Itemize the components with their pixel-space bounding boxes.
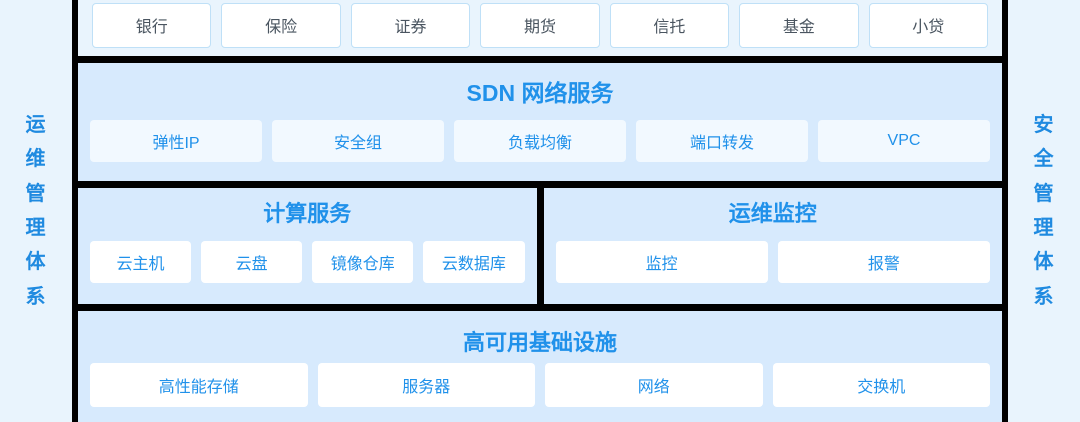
- right-label-char: 管: [1033, 182, 1055, 205]
- ops-monitor-items: 监控 报警: [555, 232, 990, 292]
- right-vertical-label-text: 安 全 管 理 体 系: [1034, 108, 1055, 314]
- compute-item-cloud-disk[interactable]: 云盘: [201, 240, 303, 283]
- compute-item-label: 云数据库: [441, 255, 506, 273]
- industry-chip-fund[interactable]: 基金: [739, 2, 859, 48]
- right-label-char: 全: [1033, 148, 1055, 171]
- compute-item-label: 云主机: [116, 255, 165, 273]
- infrastructure-item-label: 交换机: [857, 379, 906, 397]
- industry-chip-label: 基金: [782, 19, 815, 36]
- divider-industry-sdn: [78, 56, 1002, 63]
- sdn-items: 弹性IP 安全组 负载均衡 端口转发 VPC: [90, 112, 990, 169]
- middle-row: 计算服务 云主机 云盘 镜像仓库 云数据库 运维监控 监: [78, 188, 1002, 304]
- sdn-panel: SDN 网络服务 弹性IP 安全组 负载均衡 端口转发 VPC: [78, 63, 1002, 181]
- left-label-char: 运: [25, 113, 47, 136]
- industry-chip-label: 信托: [653, 19, 686, 36]
- left-label-char: 维: [25, 148, 47, 171]
- industry-chip-securities[interactable]: 证券: [350, 2, 471, 48]
- industry-chip-label: 小贷: [912, 19, 945, 36]
- industry-chip-microloan[interactable]: 小贷: [868, 2, 988, 48]
- ops-monitor-title: 运维监控: [728, 201, 817, 226]
- diagram-frame: 银行 保险 证券 期货 信托 基金 小贷 SDN 网络服务 弹性IP 安全组 负…: [72, 0, 1008, 422]
- sdn-title: SDN 网络服务: [466, 80, 614, 106]
- compute-items: 云主机 云盘 镜像仓库 云数据库: [90, 232, 525, 292]
- compute-item-label: 镜像仓库: [330, 255, 395, 273]
- industry-row: 银行 保险 证券 期货 信托 基金 小贷: [78, 0, 1002, 56]
- industry-chip-bank[interactable]: 银行: [92, 2, 212, 48]
- industry-chip-label: 银行: [135, 19, 168, 36]
- compute-title: 计算服务: [263, 201, 352, 226]
- infrastructure-title: 高可用基础设施: [462, 330, 617, 355]
- left-label-char: 理: [25, 217, 47, 239]
- left-label-char: 系: [25, 285, 47, 308]
- industry-chip-trust[interactable]: 信托: [609, 2, 730, 48]
- right-label-char: 体: [1033, 251, 1055, 274]
- infrastructure-panel: 高可用基础设施 高性能存储 服务器 网络 交换机: [78, 311, 1002, 422]
- industry-chip-label: 证券: [394, 19, 427, 36]
- compute-panel: 计算服务 云主机 云盘 镜像仓库 云数据库: [78, 188, 537, 304]
- sdn-item-label: VPC: [887, 131, 921, 149]
- industry-chip-label: 保险: [265, 19, 298, 36]
- infrastructure-item-server[interactable]: 服务器: [317, 363, 535, 408]
- compute-item-image-registry[interactable]: 镜像仓库: [312, 240, 414, 283]
- divider-compute-monitoring: [536, 188, 544, 304]
- left-vertical-label-ops-management: 运 维 管 理 体 系: [0, 0, 72, 422]
- divider-sdn-middle: [78, 181, 1002, 188]
- ops-monitor-item-monitoring[interactable]: 监控: [555, 240, 768, 283]
- ops-monitor-panel: 运维监控 监控 报警: [543, 188, 1002, 304]
- right-label-char: 理: [1033, 217, 1055, 239]
- sdn-item-vpc[interactable]: VPC: [818, 119, 990, 162]
- left-vertical-label-text: 运 维 管 理 体 系: [26, 108, 47, 314]
- sdn-section: SDN 网络服务 弹性IP 安全组 负载均衡 端口转发 VPC: [78, 63, 1002, 181]
- infrastructure-item-switch[interactable]: 交换机: [772, 363, 990, 408]
- sdn-item-security-group[interactable]: 安全组: [272, 119, 444, 162]
- infrastructure-items: 高性能存储 服务器 网络 交换机: [90, 361, 990, 410]
- ops-monitor-item-label: 监控: [645, 255, 678, 273]
- infrastructure-item-label: 网络: [637, 379, 670, 397]
- sdn-item-port-forwarding[interactable]: 端口转发: [636, 119, 808, 162]
- infrastructure-item-high-performance-storage[interactable]: 高性能存储: [90, 363, 308, 408]
- sdn-item-label: 负载均衡: [507, 134, 572, 152]
- ops-monitor-item-label: 报警: [867, 255, 900, 273]
- sdn-item-label: 弹性IP: [152, 134, 200, 152]
- infrastructure-item-label: 高性能存储: [158, 379, 239, 397]
- infrastructure-item-network[interactable]: 网络: [545, 363, 763, 408]
- ops-monitor-item-alarm[interactable]: 报警: [777, 240, 990, 283]
- infrastructure-item-label: 服务器: [402, 379, 451, 397]
- divider-middle-infrastructure: [78, 304, 1002, 311]
- diagram-rows: 银行 保险 证券 期货 信托 基金 小贷 SDN 网络服务 弹性IP 安全组 负…: [78, 0, 1002, 422]
- sdn-item-label: 端口转发: [689, 134, 754, 152]
- compute-section: 计算服务 云主机 云盘 镜像仓库 云数据库: [78, 188, 537, 304]
- sdn-item-load-balancer[interactable]: 负载均衡: [454, 119, 626, 162]
- ops-monitor-section: 运维监控 监控 报警: [543, 188, 1002, 304]
- left-label-char: 体: [25, 251, 47, 274]
- industry-chip-insurance[interactable]: 保险: [221, 2, 341, 48]
- sdn-item-elastic-ip[interactable]: 弹性IP: [90, 119, 262, 162]
- industry-chip-label: 期货: [523, 19, 556, 36]
- infrastructure-section: 高可用基础设施 高性能存储 服务器 网络 交换机: [78, 311, 1002, 422]
- right-label-char: 系: [1033, 285, 1055, 308]
- left-label-char: 管: [25, 182, 47, 205]
- industry-chip-futures[interactable]: 期货: [480, 2, 600, 48]
- sdn-item-label: 安全组: [333, 134, 382, 152]
- right-vertical-label-security-management: 安 全 管 理 体 系: [1008, 0, 1080, 422]
- right-label-char: 安: [1033, 113, 1055, 136]
- compute-item-cloud-host[interactable]: 云主机: [90, 240, 192, 283]
- compute-item-cloud-database[interactable]: 云数据库: [423, 240, 525, 283]
- compute-item-label: 云盘: [235, 255, 268, 273]
